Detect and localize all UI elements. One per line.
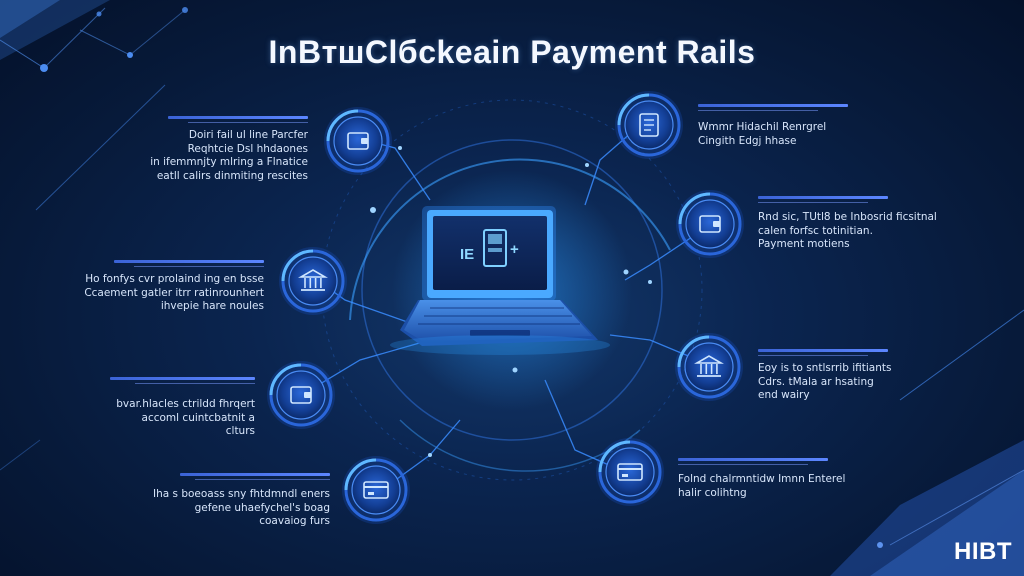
label-mid-right-line-3: Payment motiens: [758, 238, 850, 250]
bank-icon: [298, 269, 328, 291]
label-bottom-left-line-1: Iha s boeoass sny fhtdmndl eners: [153, 488, 330, 500]
label-bottom-left: Iha s boeoass sny fhtdmndl eners gefene …: [130, 473, 330, 529]
node-bottom-left: [342, 456, 410, 524]
orbit-rings: [321, 99, 703, 481]
wallet-icon: [347, 132, 369, 150]
label-lower-right-line-1: Eoy is to sntlsrrib ifitiants: [758, 362, 892, 374]
label-mid-left: Ho fonfys cvr prolaind ing en bsse Ccaem…: [64, 260, 264, 314]
node-lower-left: [267, 361, 335, 429]
label-top-right: Wmmr Hidachil Renrgrel Cingith Edgj hhas…: [698, 104, 898, 148]
label-lower-left-line-1: bvar.hlacles ctrildd fhrqert: [116, 398, 255, 410]
label-lower-left-line-2: accoml cuintcbatnit a: [141, 411, 255, 424]
label-top-left-line-1: Doiri fail ul line Parcfer: [188, 129, 308, 141]
laptop-hub: IE +: [390, 206, 610, 355]
brand-logo: HIBT: [954, 538, 1012, 565]
wallet-icon: [290, 386, 312, 404]
label-bottom-left-line-2: gefene uhaefychel's boag: [194, 501, 330, 514]
label-mid-right-line-2: calen forfsc totinitian.: [758, 224, 873, 237]
label-bottom-right: Folnd chalrmntidw Imnn Enterel halir col…: [678, 458, 878, 500]
label-top-right-line-1: Wmmr Hidachil Renrgrel: [698, 121, 827, 133]
corner-decoration-top-left: [0, 0, 188, 72]
label-top-left-line-4: eatll calirs dinmiting rescites: [156, 169, 308, 182]
node-lower-right: [675, 333, 743, 401]
label-mid-right-line-1: Rnd sic, TUtl8 be Inbosrid ficsitnal: [758, 211, 937, 223]
page-title: InBтшClбckeain Payment Rails: [268, 34, 756, 70]
label-lower-right: Eoy is to sntlsrrib ifitiants Cdrs. tMal…: [758, 349, 958, 403]
corner-decoration-bottom-right: [830, 440, 1024, 576]
svg-text:+: +: [510, 241, 519, 258]
label-top-right-line-2: Cingith Edgj hhase: [698, 134, 797, 147]
wallet-icon: [699, 215, 721, 233]
label-mid-left-line-1: Ho fonfys cvr prolaind ing en bsse: [85, 273, 264, 285]
accent-line-right: [899, 309, 1024, 401]
card-icon: [617, 463, 643, 481]
node-mid-left: [279, 247, 347, 315]
label-lower-right-line-3: end wairy: [758, 389, 810, 401]
document-icon: [639, 113, 659, 137]
node-mid-right: [676, 190, 744, 258]
label-mid-left-line-3: ihvepie hare noules: [160, 300, 264, 312]
label-top-left-line-3: in ifemmnjty mlring a Flnatice: [150, 156, 308, 168]
bank-icon: [694, 355, 724, 377]
node-top-left: [324, 107, 392, 175]
label-bottom-right-line-2: halir colihtng: [678, 486, 747, 499]
label-bottom-left-line-3: coavaiog furs: [259, 515, 330, 527]
accent-line-left: [35, 84, 166, 211]
label-lower-left-line-3: clturs: [225, 425, 255, 437]
label-top-left-line-2: Reqhtcie Dsl hhdaones: [187, 142, 308, 155]
svg-text:IE: IE: [460, 246, 474, 263]
label-top-left: Doiri fail ul line Parcfer Reqhtcie Dsl …: [108, 116, 308, 183]
label-lower-left: bvar.hlacles ctrildd fhrqert accoml cuin…: [55, 377, 255, 439]
label-lower-right-line-2: Cdrs. tMala ar hsating: [758, 375, 874, 388]
label-mid-right: Rnd sic, TUtl8 be Inbosrid ficsitnal cal…: [758, 196, 958, 252]
node-bottom-right: [596, 438, 664, 506]
node-top-right: [615, 91, 683, 159]
label-mid-left-line-2: Ccaement gatler itrr ratinrounhert: [84, 286, 264, 299]
card-icon: [363, 481, 389, 499]
label-bottom-right-line-1: Folnd chalrmntidw Imnn Enterel: [678, 473, 846, 485]
